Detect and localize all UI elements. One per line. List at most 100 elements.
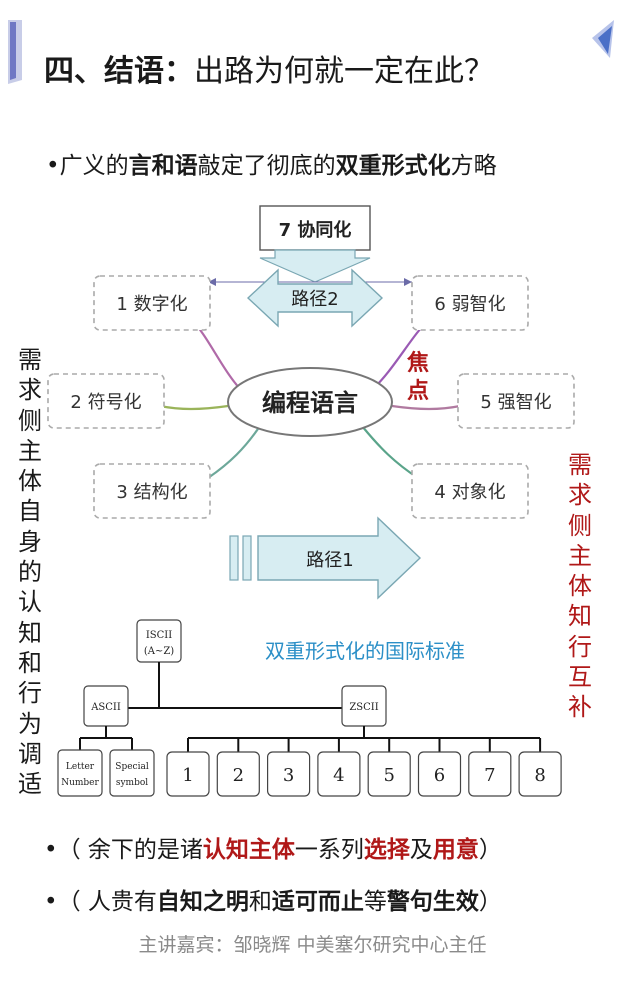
right-vertical-char: 需: [568, 451, 592, 479]
formalization-diagram: 7 协同化 路径2 编程语言 焦 点 1 数字化 2 符号化 3 结构化 6 弱…: [47, 205, 575, 797]
path1-arrow-icon: [257, 516, 422, 600]
node-objectification-label: 4 对象化: [434, 482, 505, 503]
bullet-bold: 自知之明: [156, 889, 249, 915]
bullet-highlight: 认知主体: [202, 837, 295, 863]
bullet-text: （ 人贵有: [57, 889, 157, 915]
connector-line: [391, 404, 461, 411]
digit-label: 1: [182, 765, 193, 786]
letter-number-box: [57, 749, 103, 797]
focus-label: 点: [407, 378, 429, 404]
node-digitization-label: 1 数字化: [116, 294, 187, 315]
path1-stripe-icon: [242, 535, 252, 581]
bullet-text: 一系列: [294, 837, 364, 863]
left-vertical-char: 体: [18, 467, 42, 496]
bullet-bold: 适可而止: [271, 889, 364, 915]
arrowhead-icon: [404, 278, 412, 286]
right-vertical-char: 侧: [568, 511, 592, 540]
bullet-text: ）: [478, 889, 502, 915]
number-label: Number: [61, 778, 99, 788]
right-vertical-char: 主: [568, 541, 592, 570]
digit-box: [317, 751, 361, 797]
left-vertical-char: 和: [18, 648, 42, 677]
bullet-cognitive-subject: •（ 余下的是诸认知主体一系列选择及用意）: [44, 834, 502, 866]
corner-decoration-left: [8, 20, 22, 84]
right-vertical-char: 补: [568, 693, 592, 722]
node-coordination-label: 7 协同化: [279, 219, 352, 241]
digit-box: [417, 751, 462, 797]
path2-arrow-icon: [246, 268, 384, 328]
bullet-text: 和: [248, 889, 272, 915]
bullet-bold: 警句生效: [386, 889, 479, 915]
digit-label: 6: [434, 765, 445, 786]
node-symbolization: [47, 373, 165, 429]
standards-title: 双重形式化的国际标准: [265, 639, 465, 663]
right-vertical-char: 互: [568, 663, 592, 692]
bullet-text: 及: [409, 837, 433, 863]
connector-line: [361, 425, 419, 479]
digit-box: [166, 751, 210, 797]
bullet-text: （ 余下的是诸: [57, 837, 203, 863]
node-weak-intelligence-label: 6 弱智化: [434, 294, 505, 315]
digit-label: 4: [333, 765, 344, 786]
bullet-text: 敲定了彻底的: [197, 153, 336, 179]
left-vertical-char: 行: [18, 679, 42, 708]
path1-stripe-icon: [229, 535, 239, 581]
digit-label: 2: [233, 765, 244, 786]
node-weak-intelligence: [411, 275, 529, 331]
page-title: 四、结语：出路为何就一定在此？: [44, 52, 494, 92]
special-label: Special: [115, 762, 149, 772]
speaker-footer: 主讲嘉宾：邹晓辉 中美塞尔研究中心主任: [138, 934, 487, 956]
bullet-highlight: 用意: [432, 837, 479, 863]
title-rest: 出路为何就一定在此？: [194, 54, 494, 89]
node-symbolization-label: 2 符号化: [70, 392, 141, 413]
path2-label: 路径2: [291, 289, 338, 310]
digit-label: 3: [283, 765, 294, 786]
digit-box: [468, 751, 512, 797]
right-vertical-char: 行: [568, 632, 592, 661]
symbol-label: symbol: [116, 778, 148, 788]
left-vertical-char: 认: [18, 588, 42, 617]
bullet-text: 广义的: [59, 153, 129, 179]
bullet-self-knowledge: •（ 人贵有自知之明和适可而止等警句生效）: [44, 886, 502, 918]
bullet-dot: •: [46, 153, 60, 179]
left-vertical-char: 适: [18, 770, 42, 799]
node-objectification: [411, 463, 529, 519]
corner-decoration-right: [592, 20, 614, 58]
left-vertical-caption: 需 求 侧 主 体 自 身 的 认 知 和 行 为 调 适: [16, 345, 44, 799]
title-colon: ：: [164, 54, 194, 89]
bullet-text: 等: [363, 889, 387, 915]
bullet-bold: 言和语: [128, 153, 198, 179]
left-vertical-char: 侧: [18, 406, 42, 435]
left-vertical-char: 调: [18, 739, 42, 768]
path1-label: 路径1: [306, 550, 353, 571]
arrowhead-icon: [208, 278, 216, 286]
bullet-highlight: 选择: [363, 837, 410, 863]
node-strong-intelligence-label: 5 强智化: [480, 392, 551, 413]
bullet-dot: •: [44, 889, 58, 915]
digit-box: [216, 751, 260, 797]
right-vertical-caption: 需 求 侧 主 体 知 行 互 补: [566, 450, 594, 723]
center-node-label: 编程语言: [262, 389, 358, 417]
digit-box: [267, 751, 311, 797]
bullet-text: ）: [478, 837, 502, 863]
bullet-text: 方略: [450, 153, 497, 179]
right-vertical-char: 知: [568, 602, 592, 631]
ascii-label: ASCII: [90, 702, 121, 713]
digit-label: 7: [484, 765, 495, 786]
right-vertical-char: 求: [568, 481, 592, 510]
left-vertical-char: 的: [18, 558, 42, 587]
connector-line: [159, 404, 229, 411]
digit-label: 8: [534, 765, 545, 786]
left-vertical-char: 主: [18, 436, 42, 465]
node-digitization: [93, 275, 211, 331]
digit-box: [518, 751, 562, 797]
left-vertical-char: 知: [18, 618, 42, 647]
connector-line: [207, 425, 261, 479]
special-symbol-box: [109, 749, 155, 797]
zscii-label: ZSCII: [349, 702, 378, 713]
iscii-range-label: (A~Z): [144, 646, 174, 657]
title-bold: 四、结语: [44, 54, 164, 89]
bullet-bold: 双重形式化: [335, 153, 451, 179]
letter-label: Letter: [66, 762, 95, 772]
